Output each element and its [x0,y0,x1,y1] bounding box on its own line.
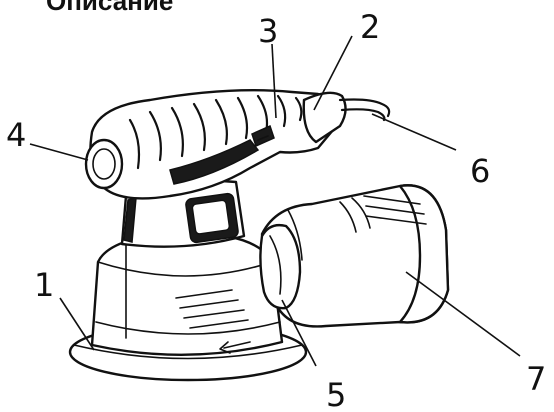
callout-6: 6 [470,152,490,190]
top-handle [84,89,347,200]
leader-4 [29,143,89,161]
callout-4: 4 [6,116,26,154]
leader-lines [29,35,521,367]
callout-5: 5 [326,376,346,412]
leader-1 [59,297,95,351]
leader-5 [281,299,317,367]
leader-6 [371,113,457,151]
dust-container [259,184,450,328]
leader-3 [271,43,277,119]
callouts: 1 2 3 4 5 6 7 [6,8,546,412]
callout-7: 7 [526,360,546,398]
power-cord [338,98,391,122]
callout-1: 1 [34,266,54,304]
leader-7 [405,271,521,357]
heading: Описание [46,0,173,16]
callout-2: 2 [360,8,380,46]
leader-2 [313,35,353,111]
lower-housing [90,230,284,356]
callout-3: 3 [258,12,278,50]
